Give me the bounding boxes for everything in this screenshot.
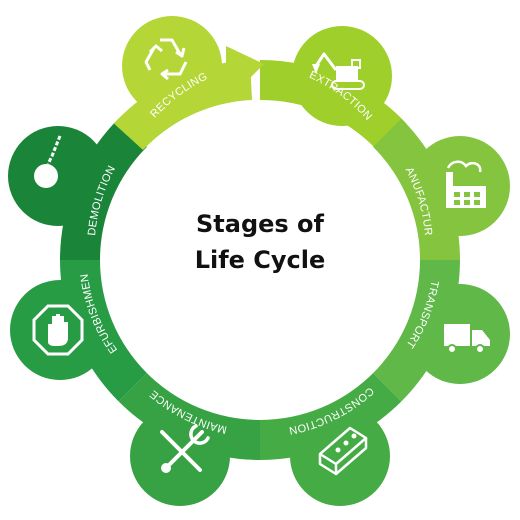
stage-segment — [260, 59, 407, 150]
stage-maintenance: MAINTENANCE — [118, 373, 260, 506]
stage-segment — [60, 260, 147, 402]
truck-icon — [444, 324, 490, 354]
page-subtitle: Life Cycle — [195, 246, 326, 274]
stage-transport: TRANSPORT — [373, 260, 510, 402]
recycle-icon — [144, 38, 188, 81]
stage-segment — [60, 118, 147, 260]
wrecking-ball-icon — [34, 135, 62, 188]
stop-hand-icon — [32, 304, 84, 356]
stage-extraction: EXTRACTION — [260, 26, 407, 150]
stage-demolition: DEMOLITION — [8, 118, 147, 260]
recycling-arrow-tip — [226, 46, 264, 102]
stage-segment — [118, 373, 260, 460]
stage-segment — [113, 60, 252, 150]
stage-segment — [260, 373, 402, 460]
page-title: Stages of — [196, 210, 325, 238]
stage-segment — [373, 118, 460, 260]
excavator-icon — [312, 52, 365, 90]
tools-icon — [160, 424, 210, 473]
stage-recycling: RECYCLING — [113, 16, 264, 150]
factory-icon — [446, 160, 486, 208]
stage-segment — [373, 260, 460, 402]
brick-icon — [318, 426, 368, 476]
stage-construction: CONSTRUCTION — [260, 373, 402, 506]
